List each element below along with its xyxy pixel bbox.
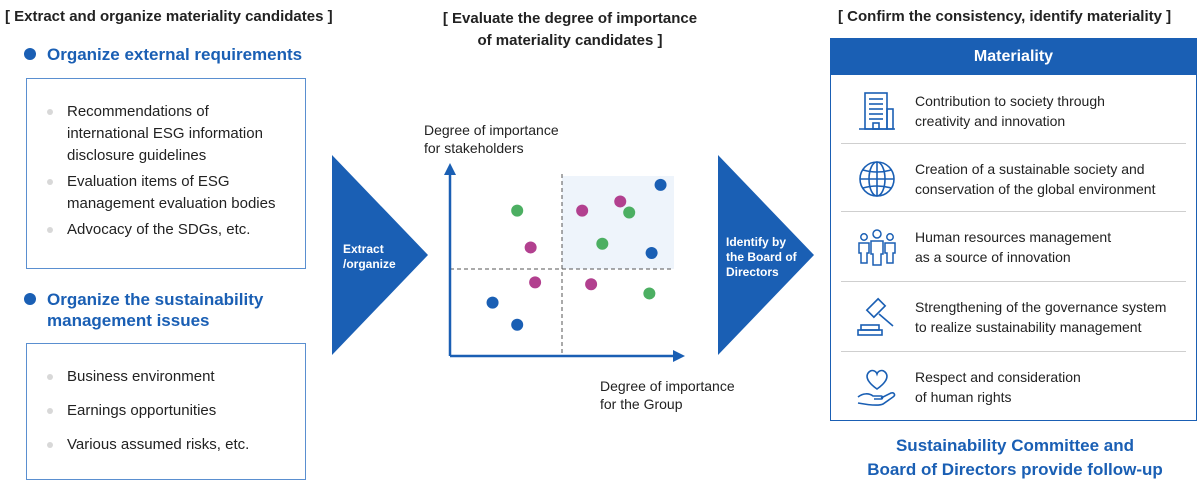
external-requirements-box: Recommendations of international ESG inf… xyxy=(26,78,306,269)
matrix-point xyxy=(623,206,636,219)
materiality-item: Human resources management as a source o… xyxy=(841,215,1186,279)
people-icon xyxy=(858,229,896,266)
matrix-point xyxy=(596,237,609,250)
header-evaluate: [ Evaluate the degree of importance of m… xyxy=(400,8,740,52)
matrix-point xyxy=(511,204,524,217)
list-item: Earnings opportunities xyxy=(27,400,305,422)
divider xyxy=(841,211,1186,212)
section-bullet-icon xyxy=(24,48,36,60)
divider xyxy=(841,281,1186,282)
matrix-point xyxy=(511,318,524,331)
matrix-point xyxy=(654,178,667,191)
extract-arrow-icon xyxy=(332,155,428,355)
list-item: Recommendations of international ESG inf… xyxy=(27,101,305,167)
y-axis-arrowhead-icon xyxy=(444,163,456,175)
points-layer xyxy=(486,178,667,331)
building-icon xyxy=(859,92,895,130)
materiality-title: Materiality xyxy=(831,39,1196,75)
extract-arrow-label: Extract /organize xyxy=(343,242,396,271)
matrix-point xyxy=(576,204,589,217)
matrix-point xyxy=(524,241,537,254)
sustainability-issues-box: Business environment Earnings opportunit… xyxy=(26,343,306,480)
heart-hand-icon xyxy=(857,369,896,406)
matrix-point xyxy=(585,278,598,291)
materiality-panel: Materiality Contribution to society thro… xyxy=(830,38,1197,421)
y-axis-label: Degree of importance for stakeholders xyxy=(424,122,559,156)
x-axis-arrowhead-icon xyxy=(673,350,685,362)
list-item: Various assumed risks, etc. xyxy=(27,434,305,456)
x-axis-label: Degree of importance for the Group xyxy=(600,378,735,412)
sustainability-issues-title: Organize the sustainability management i… xyxy=(47,290,264,330)
header-evaluate-line1: [ Evaluate the degree of importance xyxy=(442,10,698,27)
identify-arrow-icon xyxy=(718,155,814,355)
matrix-point xyxy=(645,246,658,259)
materiality-item: Respect and consideration of human right… xyxy=(841,355,1186,419)
identify-arrow-label: Identify by the Board of Directors xyxy=(726,235,797,279)
section-bullet-icon xyxy=(24,293,36,305)
header-evaluate-line2: of materiality candidates ] xyxy=(477,32,663,49)
header-extract-organize: [ Extract and organize materiality candi… xyxy=(5,8,333,25)
matrix-point xyxy=(614,195,627,208)
globe-icon xyxy=(859,161,895,197)
matrix-point xyxy=(529,276,542,289)
followup-note: Sustainability Committee and Board of Di… xyxy=(867,436,1163,479)
list-item: Business environment xyxy=(27,366,305,388)
external-requirements-title: Organize external requirements xyxy=(47,45,303,64)
materiality-item: Contribution to society through creativi… xyxy=(841,79,1186,143)
materiality-item: Strengthening of the governance system t… xyxy=(841,285,1186,349)
divider xyxy=(841,143,1186,144)
divider xyxy=(841,351,1186,352)
gavel-icon xyxy=(857,297,894,336)
importance-matrix xyxy=(444,163,685,362)
header-confirm-identify: [ Confirm the consistency, identify mate… xyxy=(838,8,1172,25)
materiality-item: Creation of a sustainable society and co… xyxy=(841,147,1186,211)
matrix-point xyxy=(486,296,499,309)
list-item: Evaluation items of ESG management evalu… xyxy=(27,171,305,215)
list-item: Advocacy of the SDGs, etc. xyxy=(27,219,305,241)
matrix-point xyxy=(643,287,656,300)
